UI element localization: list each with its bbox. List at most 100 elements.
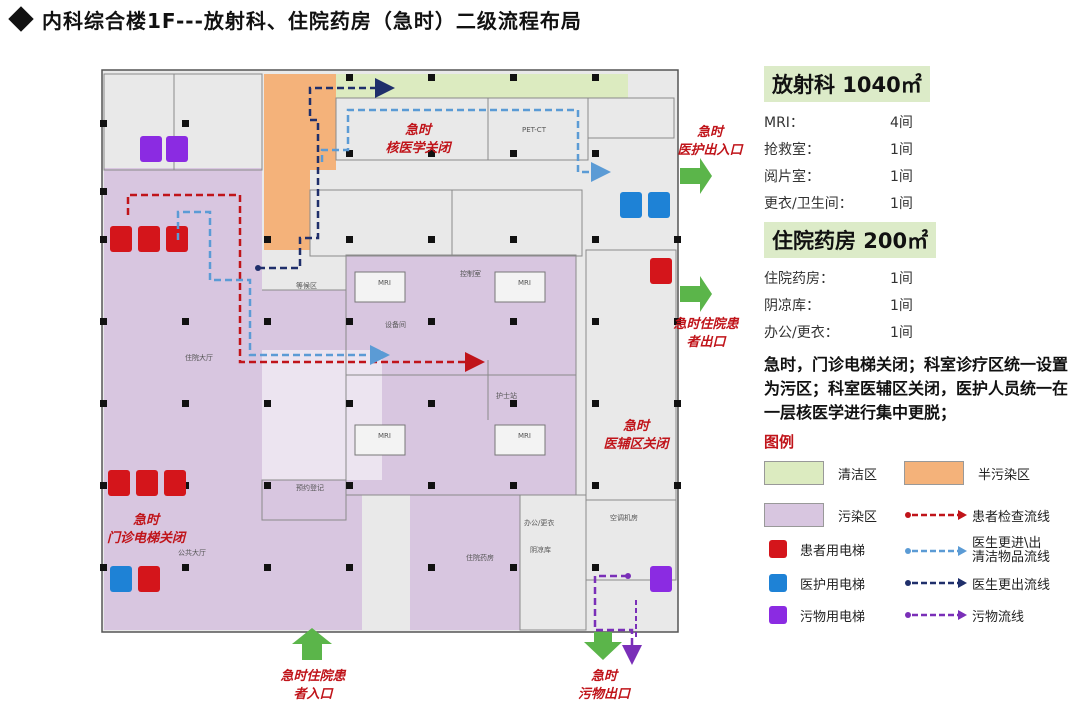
legend-patient-flow: 患者检查流线: [904, 500, 1050, 530]
room-waiting: 等候区: [296, 281, 317, 290]
room-pharmacy: 住院药房: [466, 553, 494, 562]
pharmacy-row: 阴凉库：1间: [764, 291, 1074, 318]
waste-flow-line: [593, 574, 642, 665]
legend-staff-out: 医生更出流线: [904, 568, 1050, 598]
label-nuclear-closed-2: 核医学关闭: [385, 140, 452, 156]
label-staff-entrance-1: 急时: [697, 124, 725, 140]
elevator-waste-right: [650, 566, 672, 592]
legend-label: 污染区: [838, 509, 878, 525]
emergency-note: 急时，门诊电梯关闭；科室诊疗区统一设置为污区；科室医辅区关闭，医护人员统一在一层…: [764, 355, 1069, 422]
room-mri-3: MRI: [378, 432, 391, 440]
pharmacy-row: 住院药房： 1间: [764, 264, 1074, 291]
semi-contaminated-zone: [264, 74, 336, 250]
legend-label: 清洁区: [838, 467, 878, 483]
legend-row-5: 污物用电梯 污物流线: [764, 600, 1074, 630]
room-ac: 空调机房: [610, 513, 638, 522]
staff-in-sample: [905, 546, 967, 556]
radiology-title: 放射科 1040㎡: [764, 66, 930, 102]
staff-in-line-a: [176, 210, 390, 365]
title-bar: 内科综合楼1F---放射科、住院药房（急时）二级流程布局: [6, 4, 582, 34]
legend-label: 患者检查流线: [972, 509, 1051, 525]
clean-swatch: [764, 461, 824, 485]
clean-zone: [336, 74, 628, 98]
radiology-list: MRI：4间 抢救室：1间 阅片室：1间 更衣/卫生间：1间: [764, 108, 1074, 216]
semi-swatch: [904, 461, 964, 485]
elevator-group-patient-left: [110, 226, 188, 252]
legend-semi: 半污染区: [904, 458, 1030, 488]
arrow-inpatient-exit: [680, 276, 712, 312]
staff-out-line: [258, 78, 395, 270]
label-staff-entrance-2: 医护出入口: [677, 142, 744, 158]
page-title: 内科综合楼1F---放射科、住院药房（急时）二级流程布局: [42, 8, 582, 33]
elevator-group-waste-top: [140, 136, 188, 162]
room-pet-ct: PET-CT: [522, 126, 547, 134]
elevator-group-outpatient: [108, 470, 186, 592]
pharmacy-list: 住院药房： 1间 阴凉库：1间 办公/更衣：1间: [764, 264, 1074, 345]
staff-out-sample: [905, 578, 967, 588]
legend-waste-elevator: 污物用电梯: [764, 600, 904, 630]
legend-clean: 清洁区: [764, 458, 904, 488]
room-mri-2: MRI: [518, 279, 531, 287]
floor-plan: 住院大厅 公共大厅 住院药房 PET-CT 控制室 设备间 MRI MRI MR…: [100, 69, 744, 702]
label-nuclear-closed-1: 急时: [405, 122, 433, 138]
stat-label: 办公/更衣：: [764, 324, 839, 341]
staff-in-line-b: [320, 108, 611, 182]
stat-value: 1间: [890, 195, 913, 212]
pharmacy-dirty-zone: [410, 495, 520, 630]
label-inpatient-exit-2: 者出口: [686, 334, 727, 350]
legend-row-2: 污染区 患者检查流线: [764, 500, 1074, 530]
stat-label: 住院药房：: [764, 270, 834, 287]
legend-label: 清洁物品流线: [972, 550, 1051, 565]
staff-out-start: [255, 265, 261, 271]
legend-staff-elevator: 医护用电梯: [764, 568, 904, 598]
room-office: 办公/更衣: [524, 518, 554, 527]
legend-label: 医护用电梯: [800, 577, 866, 593]
elevator-group-staff-right: [620, 192, 670, 218]
room-control: 控制室: [460, 269, 481, 278]
legend-row-4: 医护用电梯 医生更出流线: [764, 568, 1074, 598]
legend-zones-row: 清洁区 半污染区: [764, 458, 1074, 488]
room-equipment: 设备间: [385, 320, 406, 329]
legend-waste-flow: 污物流线: [904, 600, 1024, 630]
pharmacy-row: 办公/更衣：1间: [764, 318, 1074, 345]
waste-elevator-icon: [769, 606, 787, 624]
pharmacy-title: 住院药房 200㎡: [764, 222, 937, 258]
waiting-dirty-zone: [262, 350, 382, 480]
dirty-swatch: [764, 503, 824, 527]
arrow-waste-exit: [584, 632, 622, 660]
label-waste-exit-2: 污物出口: [578, 686, 632, 702]
waste-flow-sample: [905, 610, 967, 620]
label-aux-closed-2: 医辅区关闭: [603, 436, 670, 452]
label-aux-closed-1: 急时: [623, 418, 651, 434]
label-outpatient-elevator-1: 急时: [133, 512, 161, 528]
legend-label: 医生更进\出: [972, 536, 1042, 551]
room-nurse: 护士站: [496, 391, 517, 400]
stat-label: 更衣/卫生间：: [764, 195, 853, 212]
stat-label: 阴凉库：: [764, 297, 820, 314]
stat-value: 1间: [890, 141, 913, 158]
interior-walls: [103, 73, 677, 631]
stat-label: 阅片室：: [764, 168, 820, 185]
radiology-row: 阅片室： 1间: [764, 162, 1074, 189]
patient-flow-sample: [905, 510, 967, 520]
room-mri-4: MRI: [518, 432, 531, 440]
arrow-staff-entrance: [680, 158, 712, 194]
staff-elevator-icon: [769, 574, 787, 592]
label-inpatient-exit-1: 急时住院患: [673, 316, 739, 332]
stat-value: 1间: [890, 168, 913, 185]
legend-label: 患者用电梯: [800, 543, 866, 559]
stat-value: 1间: [890, 270, 913, 287]
radiology-row: 抢救室：1间: [764, 135, 1074, 162]
room-lobby: 住院大厅: [185, 353, 213, 362]
mri-machines: [354, 271, 546, 456]
label-inpatient-entrance-1: 急时住院患: [280, 668, 346, 684]
legend-patient-elevator: 患者用电梯: [764, 534, 904, 564]
waste-flow-start: [625, 573, 631, 579]
label-waste-exit-1: 急时: [591, 668, 619, 684]
room-mri-1: MRI: [378, 279, 391, 287]
patient-flow-line: [126, 193, 485, 372]
legend-label: 半污染区: [978, 467, 1031, 483]
staff-in-text: 医生更进\出 清洁物品流线: [972, 537, 1050, 565]
label-inpatient-entrance-2: 者入口: [293, 686, 334, 702]
legend-label: 医生更出流线: [972, 577, 1051, 593]
